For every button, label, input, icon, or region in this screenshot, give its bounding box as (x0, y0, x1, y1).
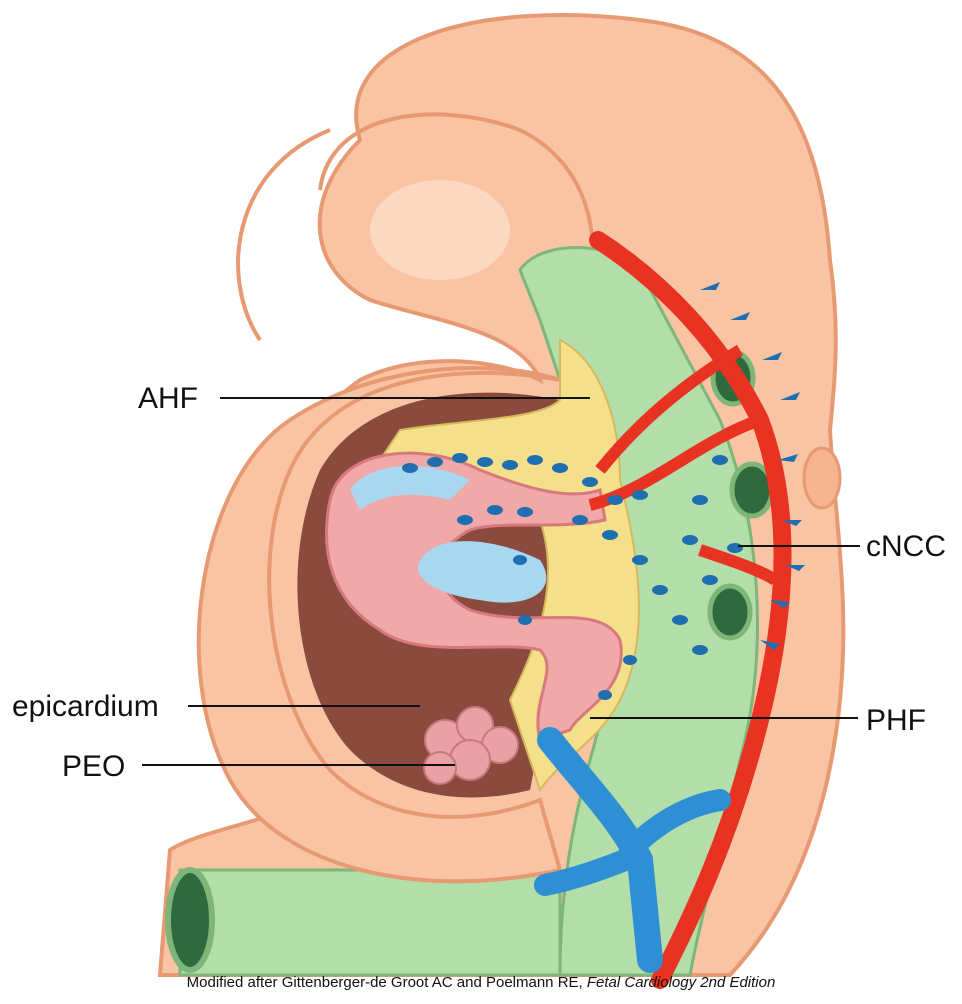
peo-label: PEO (62, 750, 125, 783)
foregut-opening (168, 870, 212, 970)
otic-bulge (804, 448, 840, 508)
cncc-label: cNCC (866, 530, 946, 563)
pharyngeal-pouch-3 (710, 586, 750, 638)
ahf-label: AHF (138, 382, 198, 415)
head-lobe-outline (238, 130, 330, 340)
epicardium-label: epicardium (12, 690, 159, 723)
caption-prefix: Modified after Gittenberger-de Groot AC … (187, 974, 587, 991)
caption-source: Fetal Cardiology 2nd Edition (587, 974, 775, 991)
figure-caption: Modified after Gittenberger-de Groot AC … (0, 974, 962, 991)
phf-label: PHF (866, 704, 926, 737)
foregut-bottom-tube (180, 870, 560, 975)
head-highlight (370, 180, 510, 280)
